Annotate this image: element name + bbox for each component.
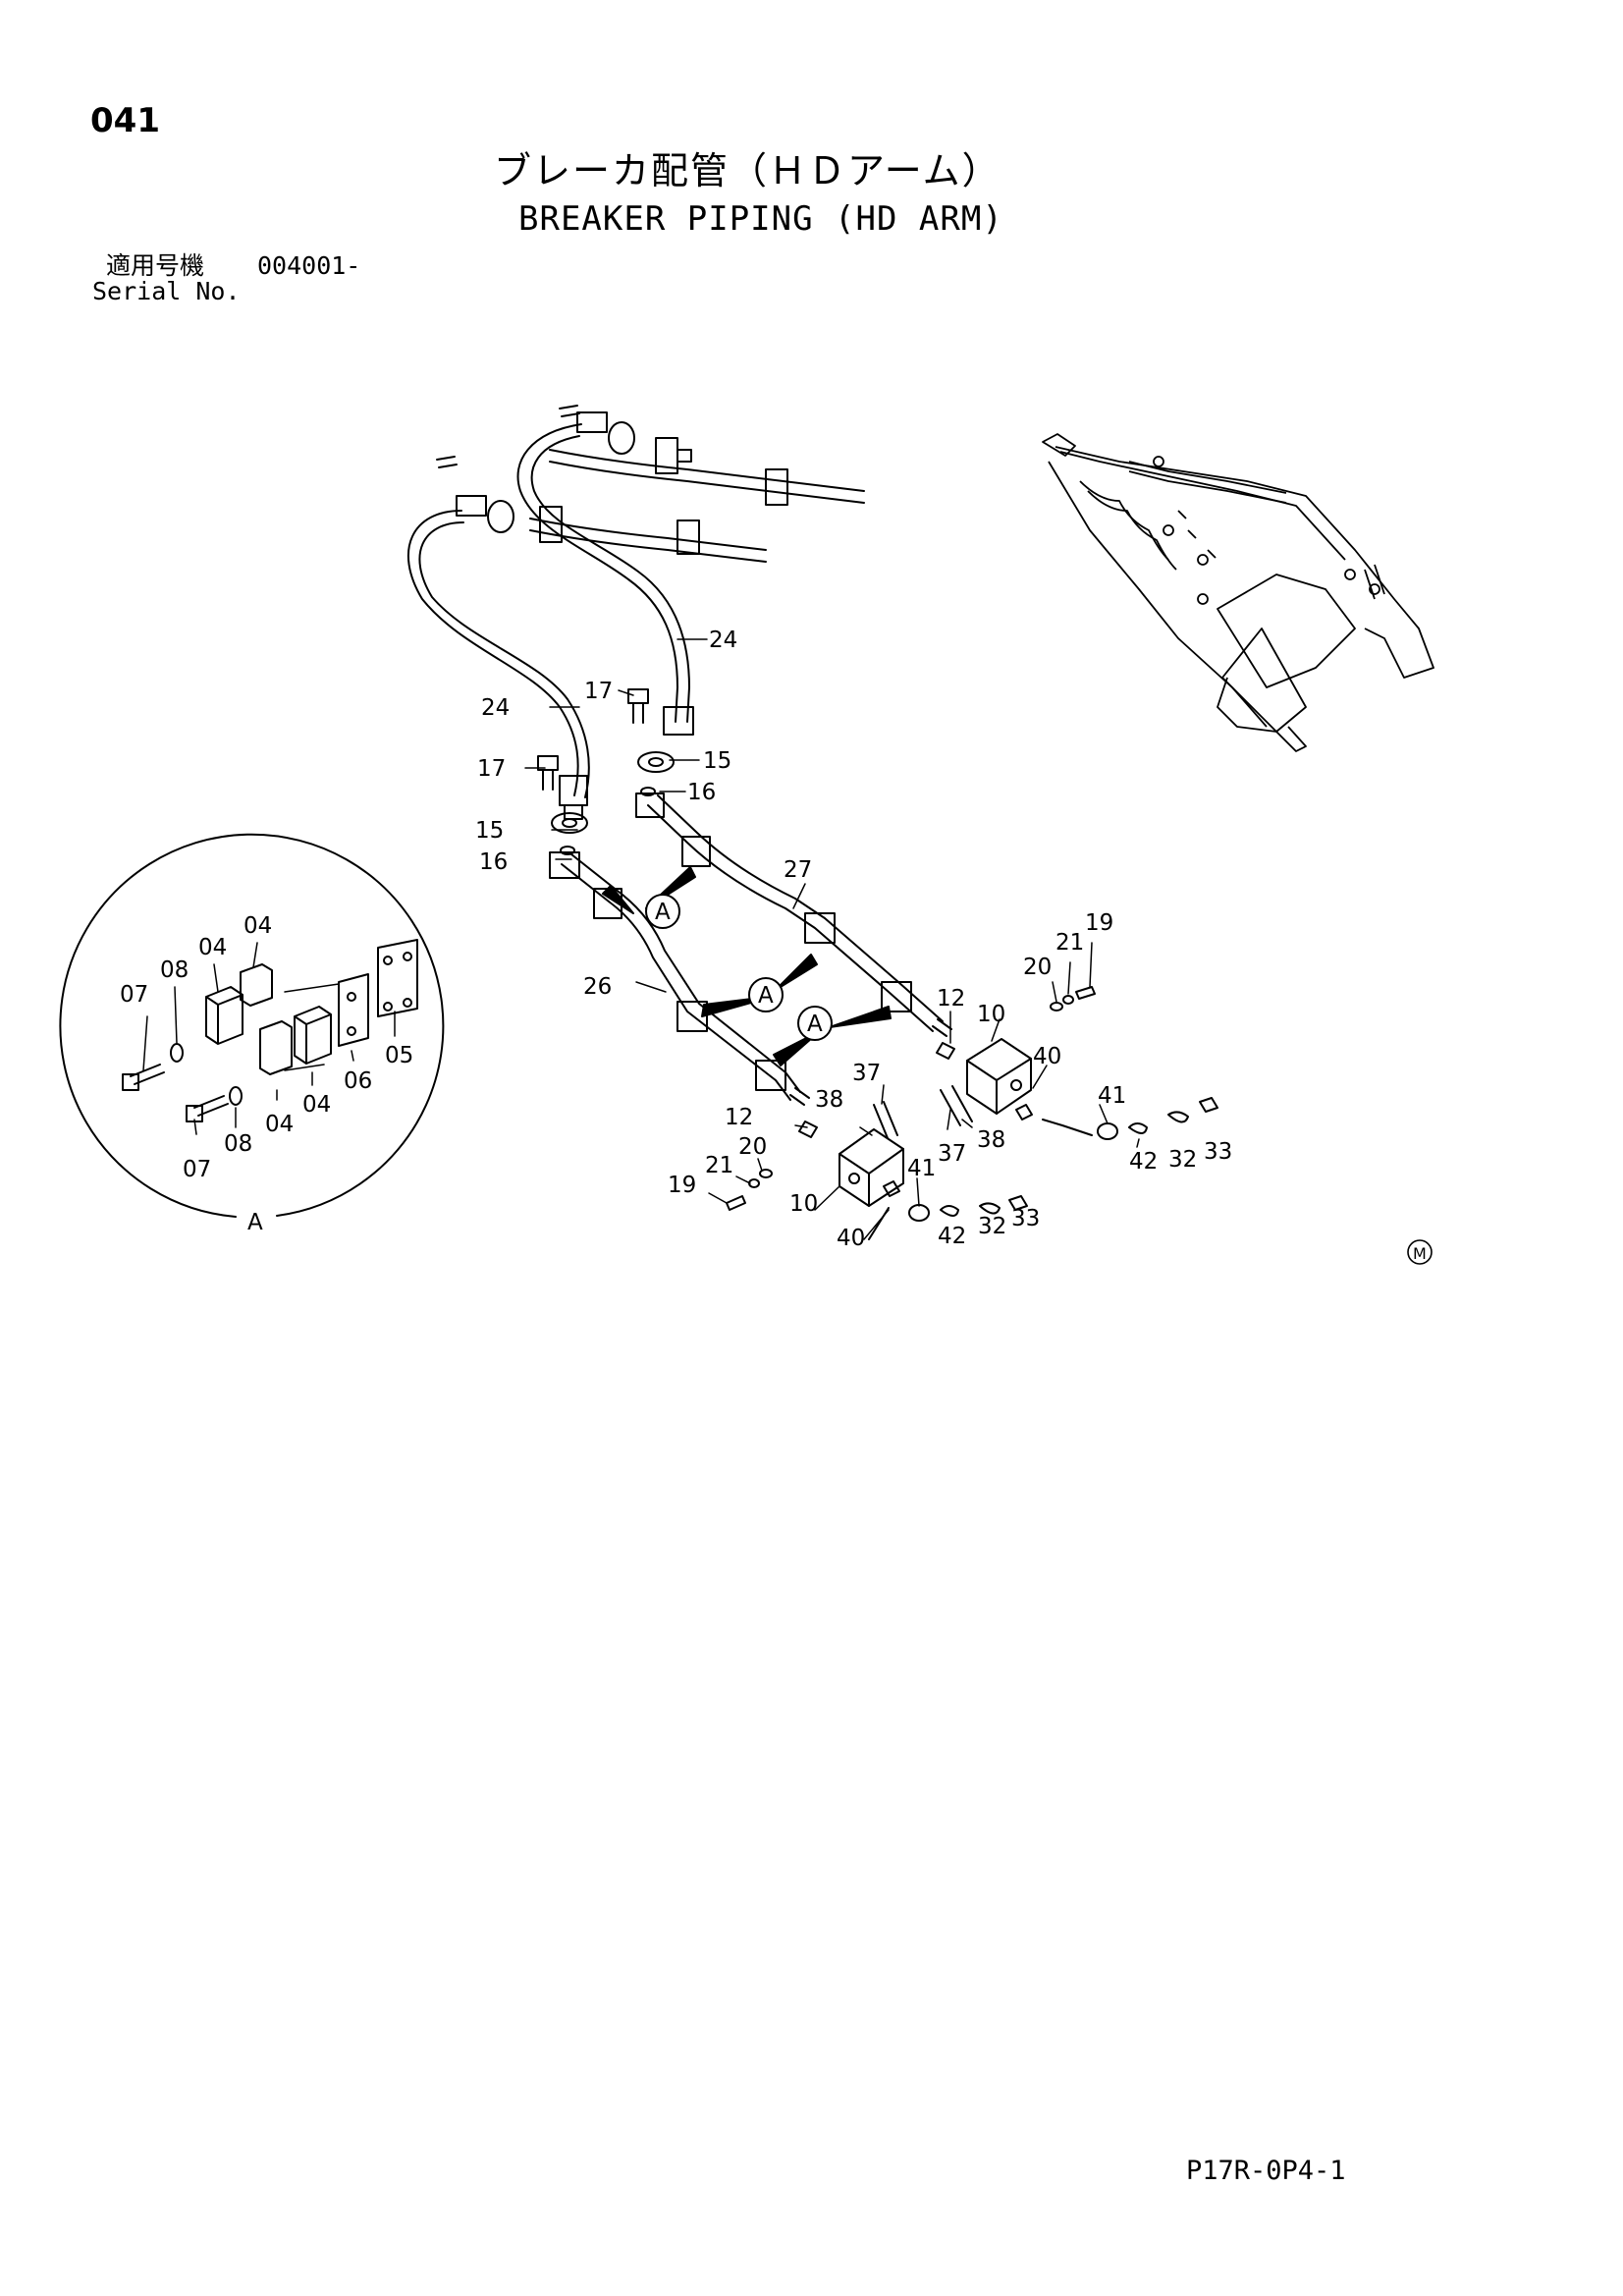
part-label: 38 bbox=[977, 1127, 1005, 1153]
part-label: 10 bbox=[789, 1191, 818, 1217]
detail-a-markers: A A A A M bbox=[247, 894, 1433, 1265]
label-leaders bbox=[524, 638, 1140, 1240]
excavator-location-thumbnail bbox=[1042, 433, 1434, 752]
part-label: 16 bbox=[687, 780, 716, 805]
page-number: 041 bbox=[90, 101, 160, 140]
upper-pipe-assembly bbox=[436, 405, 865, 563]
part-label: 19 bbox=[1085, 910, 1113, 936]
part-label: 10 bbox=[977, 1002, 1005, 1027]
pipe-27 bbox=[635, 793, 952, 1037]
part-label: 38 bbox=[815, 1087, 843, 1113]
figure-code: P17R-0P4-1 bbox=[1186, 2156, 1346, 2186]
detail-part-label: 05 bbox=[385, 1043, 413, 1068]
part-label: 15 bbox=[703, 748, 731, 774]
part-label: 37 bbox=[852, 1061, 881, 1086]
detail-marker-a: A bbox=[758, 983, 774, 1009]
part-label: 42 bbox=[1129, 1149, 1158, 1175]
detail-view-label: A bbox=[247, 1210, 263, 1235]
detail-marker-a: A bbox=[807, 1011, 823, 1037]
part-label: 16 bbox=[479, 849, 508, 875]
part-label: 41 bbox=[907, 1156, 936, 1181]
part-label: 33 bbox=[1204, 1139, 1232, 1165]
detail-part-label: 04 bbox=[198, 935, 227, 960]
detail-part-label: 08 bbox=[224, 1131, 252, 1157]
title-english: BREAKER PIPING (HD ARM) bbox=[518, 199, 1003, 239]
detail-part-label: 04 bbox=[302, 1092, 331, 1118]
part-label: 24 bbox=[709, 628, 737, 653]
valve-block-upper bbox=[936, 986, 1218, 1140]
pipe-26 bbox=[549, 851, 810, 1106]
detail-part-label: 06 bbox=[344, 1068, 372, 1094]
m-mark: M bbox=[1413, 1244, 1427, 1263]
flange-fittings bbox=[537, 688, 675, 855]
serial-number-value: 004001- bbox=[257, 251, 361, 280]
part-label: 40 bbox=[1033, 1044, 1061, 1069]
detail-part-label: 07 bbox=[120, 982, 148, 1008]
part-label: 32 bbox=[978, 1214, 1006, 1239]
detail-leaders bbox=[602, 866, 892, 1066]
part-label: 21 bbox=[1055, 930, 1084, 956]
part-label: 12 bbox=[937, 986, 965, 1011]
hose-24-right bbox=[516, 423, 694, 736]
part-label: 12 bbox=[725, 1105, 753, 1130]
part-label: 17 bbox=[477, 756, 506, 782]
part-label: 27 bbox=[784, 857, 812, 883]
part-label: 33 bbox=[1011, 1206, 1040, 1231]
part-label: 42 bbox=[938, 1224, 966, 1249]
part-label: 17 bbox=[584, 679, 613, 704]
title-japanese: ブレーカ配管（ＨＤアーム） bbox=[494, 149, 1001, 192]
part-label: 32 bbox=[1168, 1147, 1197, 1173]
part-label: 40 bbox=[837, 1226, 865, 1251]
part-label: 24 bbox=[481, 695, 510, 721]
detail-part-label: 08 bbox=[160, 957, 189, 983]
detail-part-label: 04 bbox=[265, 1112, 294, 1137]
part-number-labels: 24 24 17 17 15 15 16 16 27 26 19 21 20 1… bbox=[120, 628, 1232, 1251]
part-label: 37 bbox=[938, 1141, 966, 1167]
detail-part-label: 04 bbox=[243, 913, 272, 939]
part-label: 19 bbox=[668, 1173, 696, 1198]
detail-marker-a: A bbox=[655, 900, 671, 925]
part-label: 20 bbox=[1023, 955, 1052, 980]
serial-label-english: Serial No. bbox=[92, 277, 241, 305]
part-label: 15 bbox=[475, 818, 504, 844]
part-label: 20 bbox=[738, 1134, 767, 1160]
part-label: 21 bbox=[705, 1153, 733, 1178]
detail-a-view bbox=[59, 833, 445, 1218]
part-label: 26 bbox=[583, 974, 612, 1000]
detail-part-label: 07 bbox=[183, 1157, 211, 1182]
serial-label-japanese: 適用号機 bbox=[106, 251, 205, 280]
part-label: 41 bbox=[1098, 1083, 1126, 1109]
hose-24-left bbox=[406, 510, 590, 820]
